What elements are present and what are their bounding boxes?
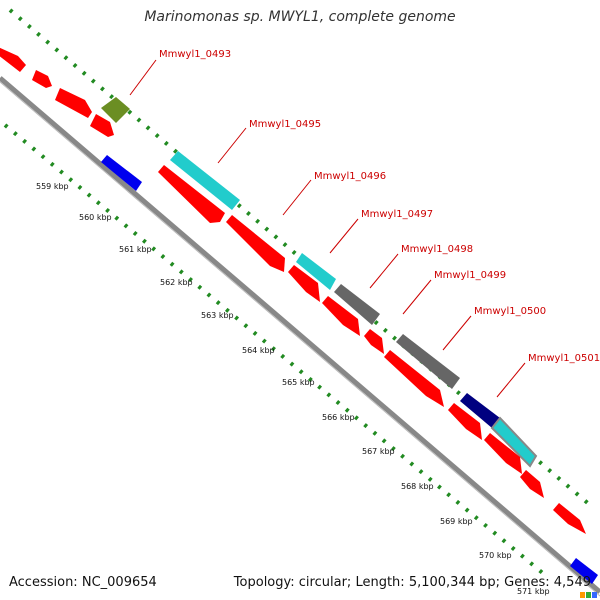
cds-feature	[32, 70, 52, 88]
genome-backbone	[0, 76, 600, 594]
label-leader	[369, 253, 399, 289]
cds-feature	[448, 403, 482, 440]
accession-info: Accession: NC_009654	[9, 575, 157, 590]
navy-feature	[460, 393, 500, 428]
gene-label[interactable]: Mmwyl1_0500	[474, 306, 546, 317]
cds-feature	[55, 88, 92, 118]
genome-backbone-edge	[0, 81, 600, 597]
gene-label[interactable]: Mmwyl1_0499	[434, 270, 506, 281]
gene-label[interactable]: Mmwyl1_0497	[361, 209, 433, 220]
scale-tick-label: 563 kbp	[201, 311, 234, 320]
cyan-feature	[170, 151, 240, 210]
cds-feature	[484, 433, 522, 474]
genes-value: 4,549	[553, 575, 591, 590]
scale-tick-label: 566 kbp	[322, 413, 355, 422]
length-label: Length:	[355, 575, 405, 590]
cyan-feature	[296, 253, 336, 290]
cds-feature	[520, 470, 544, 498]
gene-label[interactable]: Mmwyl1_0496	[314, 171, 386, 182]
scale-tick-label: 559 kbp	[36, 182, 69, 191]
cds-feature	[553, 503, 586, 534]
grey-feature	[396, 334, 460, 389]
scale-tick-label: 571 kbp	[517, 587, 550, 596]
length-value: 5,100,344 bp	[408, 575, 496, 590]
gene-label[interactable]: Mmwyl1_0495	[249, 119, 321, 130]
inner-dotted-track	[3, 123, 547, 577]
gene-label[interactable]: Mmwyl1_0493	[159, 49, 231, 60]
cds-feature	[226, 215, 285, 272]
scale-tick-label: 564 kbp	[242, 346, 275, 355]
cyan-feature	[490, 416, 538, 468]
blue-feature	[570, 558, 598, 584]
scale-tick-label: 560 kbp	[79, 213, 112, 222]
topology-label: Topology:	[233, 575, 295, 590]
legend-swatch-blue	[592, 592, 597, 598]
label-leader	[217, 127, 247, 164]
scale-tick-label: 565 kbp	[282, 378, 315, 387]
map-title: Marinomonas sp. MWYL1, complete genome	[144, 9, 456, 25]
blue-feature	[101, 155, 142, 191]
scale-tick-label: 569 kbp	[440, 517, 473, 526]
label-leader	[496, 362, 526, 398]
label-leader	[402, 279, 432, 315]
cds-feature	[364, 329, 384, 354]
label-leader	[442, 315, 472, 351]
genome-summary: Topology: circular; Length: 5,100,344 bp…	[233, 575, 591, 590]
legend-swatch-orange	[580, 592, 585, 598]
genes-label: Genes:	[504, 575, 550, 590]
gene-label[interactable]: Mmwyl1_0498	[401, 244, 473, 255]
accession-value: NC_009654	[81, 575, 157, 590]
accession-label: Accession:	[9, 575, 78, 590]
scale-tick-label: 568 kbp	[401, 482, 434, 491]
scale-tick-label: 570 kbp	[479, 551, 512, 560]
scale-tick-label: 562 kbp	[160, 278, 193, 287]
cds-feature	[384, 350, 444, 407]
cds-feature	[322, 296, 360, 336]
grey-feature	[334, 284, 380, 325]
cds-feature	[158, 165, 225, 223]
scale-tick-label: 561 kbp	[119, 245, 152, 254]
topology-value: circular	[298, 575, 347, 590]
cds-feature	[90, 114, 114, 137]
label-leader	[282, 179, 312, 216]
olive-feature	[101, 97, 130, 123]
label-leader	[329, 218, 359, 254]
scale-tick-label: 567 kbp	[362, 447, 395, 456]
cds-feature	[0, 47, 26, 72]
gene-label[interactable]: Mmwyl1_0501	[528, 353, 600, 364]
legend-swatch-green	[586, 592, 591, 598]
cds-feature	[288, 265, 320, 302]
label-leader	[129, 59, 157, 96]
